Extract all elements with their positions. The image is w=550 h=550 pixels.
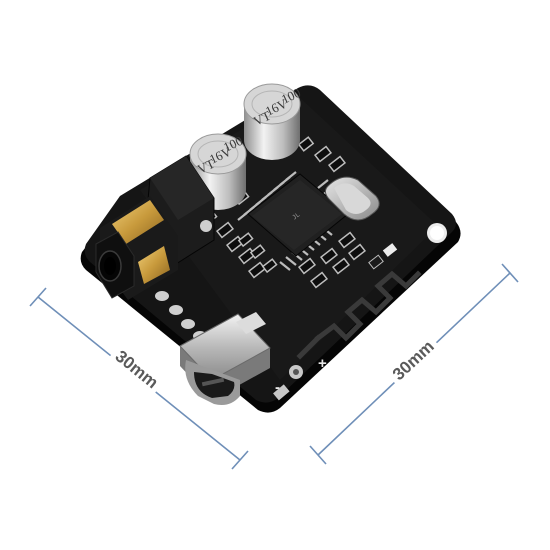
crystal-oscillator: [324, 176, 380, 221]
polarity-plus: +: [318, 355, 327, 372]
capacitor-front-value: 100: [221, 133, 245, 155]
audio-jack: [95, 155, 215, 300]
capacitor-rear-mark: VT: [251, 108, 273, 129]
bluetooth-antenna: [296, 270, 422, 360]
battery-pads: [273, 365, 303, 401]
usb-c-connector: [179, 312, 271, 405]
capacitor-front-mark: VT: [195, 156, 217, 177]
capacitor-rear-value: 100: [279, 85, 303, 107]
mounting-hole: [427, 223, 447, 243]
capacitor-rear: 100 16V VT: [243, 83, 303, 160]
polarity-minus: -: [275, 379, 280, 396]
capacitor-front: 100 16V VT: [189, 133, 247, 210]
svg-text:JL: JL: [291, 211, 301, 221]
